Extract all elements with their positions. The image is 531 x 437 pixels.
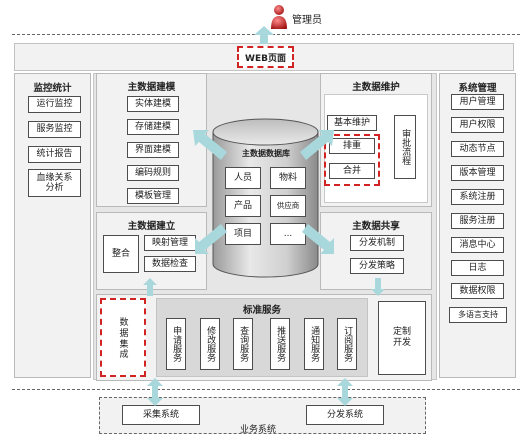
maintenance-item-basic[interactable]: 基本维护	[327, 115, 377, 131]
monitor-panel: 监控统计 运行监控 服务监控 统计报告 血缘关系分析	[14, 73, 91, 378]
arrow-db-establish	[195, 224, 227, 254]
arrow-maint-db	[300, 130, 334, 160]
db-cell-person[interactable]: 人员	[225, 167, 261, 189]
maintenance-item-approval[interactable]: 审批流程	[394, 115, 416, 179]
system-item-sys-register[interactable]: 系统注册	[451, 189, 504, 205]
establish-merge[interactable]: 整合	[103, 235, 139, 273]
arrow-collect	[147, 378, 163, 406]
collect-system[interactable]: 采集系统	[122, 405, 200, 425]
modeling-title: 主数据建模	[127, 82, 176, 93]
db-cell-supplier[interactable]: 供应商	[270, 195, 306, 217]
db-cell-product[interactable]: 产品	[225, 195, 261, 217]
maintenance-title: 主数据维护	[352, 82, 400, 93]
modeling-item-template[interactable]: 模板管理	[127, 188, 179, 204]
modeling-item-ui[interactable]: 界面建模	[127, 142, 179, 158]
standard-services-area	[156, 298, 368, 377]
distribute-system[interactable]: 分发系统	[306, 405, 384, 425]
db-cell-project[interactable]: 项目	[225, 223, 261, 245]
modeling-panel: 主数据建模 实体建模 存储建模 界面建模 编码规则 模板管理	[96, 73, 207, 207]
custom-dev-label: 定制开发	[392, 326, 411, 348]
system-item-svc-register[interactable]: 服务注册	[451, 213, 504, 229]
system-item-data-permission[interactable]: 数据权限	[451, 283, 504, 299]
monitor-title: 监控统计	[33, 83, 72, 94]
service-apply[interactable]: 申请服务	[166, 318, 186, 370]
up-arrow-to-admin	[254, 26, 274, 44]
establish-item-mapping[interactable]: 映射管理	[144, 235, 196, 251]
bottom-divider	[12, 389, 520, 390]
database-title: 主数据数据库	[242, 149, 290, 158]
arrow-db-share	[302, 224, 334, 254]
standard-title: 标准服务	[242, 305, 281, 316]
share-item-strategy[interactable]: 分发策略	[350, 258, 404, 274]
service-notify[interactable]: 通知服务	[304, 318, 324, 370]
web-page-box[interactable]: WEB页面	[237, 46, 294, 68]
monitor-item-report[interactable]: 统计报告	[28, 146, 81, 163]
arrow-distribute	[337, 378, 353, 406]
system-title: 系统管理	[458, 83, 497, 94]
establish-item-check[interactable]: 数据检查	[144, 256, 196, 272]
integration-label: 数据集成	[119, 318, 129, 361]
modeling-item-storage[interactable]: 存储建模	[127, 119, 179, 135]
monitor-item-service[interactable]: 服务监控	[28, 121, 81, 138]
maintenance-highlight	[324, 134, 380, 186]
system-item-multilang[interactable]: 多语言支持	[449, 307, 507, 323]
share-panel: 主数据共享 分发机制 分发策略	[320, 212, 432, 290]
system-item-version[interactable]: 版本管理	[451, 165, 504, 181]
db-cell-material[interactable]: 物料	[270, 167, 306, 189]
service-query[interactable]: 查询服务	[233, 318, 253, 370]
maintenance-panel: 主数据维护 基本维护 排重 合并 审批流程	[320, 73, 432, 207]
business-label: 业务系统	[240, 425, 277, 435]
admin-label: 管理员	[292, 15, 322, 26]
service-push[interactable]: 推送服务	[270, 318, 290, 370]
share-title: 主数据共享	[352, 221, 400, 232]
arrow-modeling-db	[193, 130, 227, 160]
maintenance-item-dedupe[interactable]: 排重	[329, 138, 375, 154]
system-item-log[interactable]: 日志	[451, 260, 504, 276]
user-icon	[270, 4, 288, 30]
integration-box[interactable]	[100, 298, 146, 377]
arrow-share-down	[371, 278, 385, 296]
modeling-item-entity[interactable]: 实体建模	[127, 96, 179, 112]
modeling-item-coding[interactable]: 编码规则	[127, 165, 179, 181]
service-modify[interactable]: 修改服务	[200, 318, 220, 370]
custom-dev[interactable]: 定制开发	[378, 301, 426, 375]
arrow-integration-up	[143, 278, 157, 296]
system-item-permissions[interactable]: 用户权限	[451, 117, 504, 133]
system-item-message-center[interactable]: 消息中心	[451, 237, 504, 253]
maintenance-item-merge[interactable]: 合并	[329, 163, 375, 179]
monitor-item-run[interactable]: 运行监控	[28, 96, 81, 113]
system-panel: 系统管理 用户管理 用户权限 动态节点 版本管理 系统注册 服务注册 消息中心 …	[439, 73, 516, 378]
system-item-dynamic-nodes[interactable]: 动态节点	[451, 141, 504, 157]
establish-panel: 主数据建立 整合 映射管理 数据检查	[96, 212, 207, 290]
share-item-mechanism[interactable]: 分发机制	[350, 235, 404, 251]
establish-title: 主数据建立	[127, 221, 176, 232]
system-item-users[interactable]: 用户管理	[451, 94, 504, 110]
service-subscribe[interactable]: 订阅服务	[337, 318, 357, 370]
monitor-item-lineage[interactable]: 血缘关系分析	[28, 169, 81, 197]
